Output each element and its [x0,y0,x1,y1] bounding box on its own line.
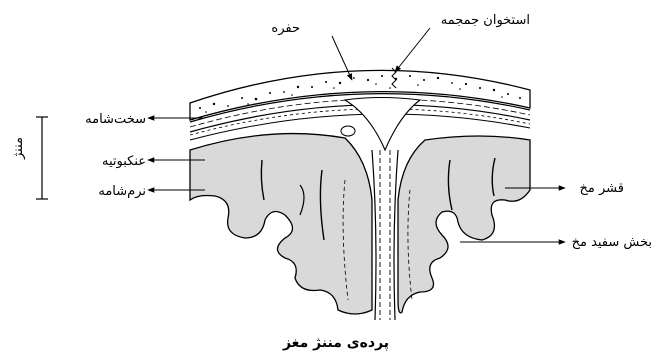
label-skull-bone: استخوان جمجمه [441,13,530,28]
label-cortex: قشر مخ [580,181,624,196]
right-hemisphere [398,136,530,313]
diagram-caption: پرده‌ی مننژ مغز [282,335,389,351]
vessel [341,126,355,136]
label-cavity: حفره [271,21,300,36]
left-hemisphere [190,134,372,314]
label-meninges: مننژ [11,137,26,160]
longitudinal-fissure [372,150,398,320]
meninges-bracket [36,117,48,199]
label-dura-mater: سخت‌شامه [85,112,146,127]
label-arachnoid: عنکبوتیه [102,154,146,169]
label-pia-mater: نرم‌شامه [98,184,146,199]
sagittal-sinus [345,98,420,151]
arachnoid-layer [190,109,530,140]
label-white-matter: بخش سفید مخ [572,235,652,250]
